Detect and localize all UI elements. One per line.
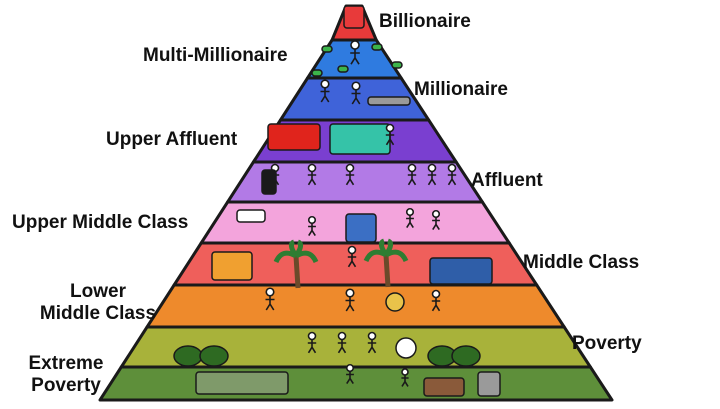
stick-figure-icon [320, 79, 330, 103]
bush-icon [173, 345, 203, 367]
fence-icon [195, 371, 289, 395]
house-icon [211, 251, 253, 281]
stick-figure-icon [345, 288, 355, 312]
stick-figure-icon [345, 163, 355, 186]
money-bill-icon [337, 65, 349, 73]
stick-figure-icon [265, 287, 275, 311]
sports-car-icon [267, 123, 321, 151]
label-affluent: Affluent [471, 170, 543, 191]
stick-figure-icon [447, 163, 457, 186]
bush-icon [451, 345, 481, 367]
money-bill-icon [311, 69, 323, 77]
label-upper-middle-class: Upper Middle Class [12, 212, 189, 233]
private-jet-icon [367, 96, 411, 106]
palm-tree-icon [273, 239, 319, 289]
label-multi-millionaire: Multi-Millionaire [143, 45, 288, 66]
label-lower-middle-class: Lower Middle Class [16, 281, 180, 325]
car-icon [429, 257, 493, 285]
money-bill-icon [371, 43, 383, 51]
stick-figure-icon [431, 289, 441, 312]
money-bill-icon [391, 61, 403, 69]
label-millionaire: Millionaire [414, 79, 508, 100]
billionaire-figure-icon [343, 5, 365, 29]
stick-figure-icon [337, 331, 347, 354]
stick-figure-icon [307, 215, 317, 237]
palm-tree-icon [363, 238, 409, 288]
label-extreme-poverty: Extreme Poverty [16, 353, 116, 397]
stick-figure-icon [351, 81, 361, 105]
stick-figure-icon [350, 40, 360, 65]
stick-figure-icon [385, 123, 395, 146]
plate-icon [395, 337, 417, 359]
yacht-icon [329, 123, 391, 155]
label-extreme-poverty-line2: Poverty [31, 375, 101, 396]
robot-icon [345, 213, 377, 243]
label-upper-affluent: Upper Affluent [106, 129, 238, 150]
bush-icon [199, 345, 229, 367]
stick-figure-icon [405, 207, 415, 229]
stick-figure-icon [427, 163, 437, 186]
tier-extreme-poverty [98, 365, 614, 402]
stick-figure-icon [307, 163, 317, 186]
stick-figure-icon [345, 363, 355, 385]
label-poverty: Poverty [572, 333, 642, 354]
cloud-icon [236, 209, 266, 223]
label-lower-middle-class-line1: Lower [70, 281, 126, 302]
label-middle-class: Middle Class [523, 252, 640, 273]
label-billionaire: Billionaire [379, 11, 471, 32]
tier-lower-middle-class [145, 283, 566, 329]
stick-figure-icon [407, 163, 417, 186]
boxes-icon [423, 377, 465, 397]
money-bill-icon [321, 45, 333, 53]
stick-figure-icon [307, 331, 317, 354]
tophat-figure-icon [261, 169, 277, 195]
stick-figure-icon [367, 331, 377, 354]
label-lower-middle-class-line2: Middle Class [39, 303, 157, 324]
clock-icon [385, 292, 405, 312]
label-extreme-poverty-line1: Extreme [28, 353, 104, 374]
stick-figure-icon [347, 245, 357, 268]
trash-can-icon [477, 371, 501, 397]
stick-figure-icon [401, 368, 409, 387]
stick-figure-icon [431, 209, 441, 231]
